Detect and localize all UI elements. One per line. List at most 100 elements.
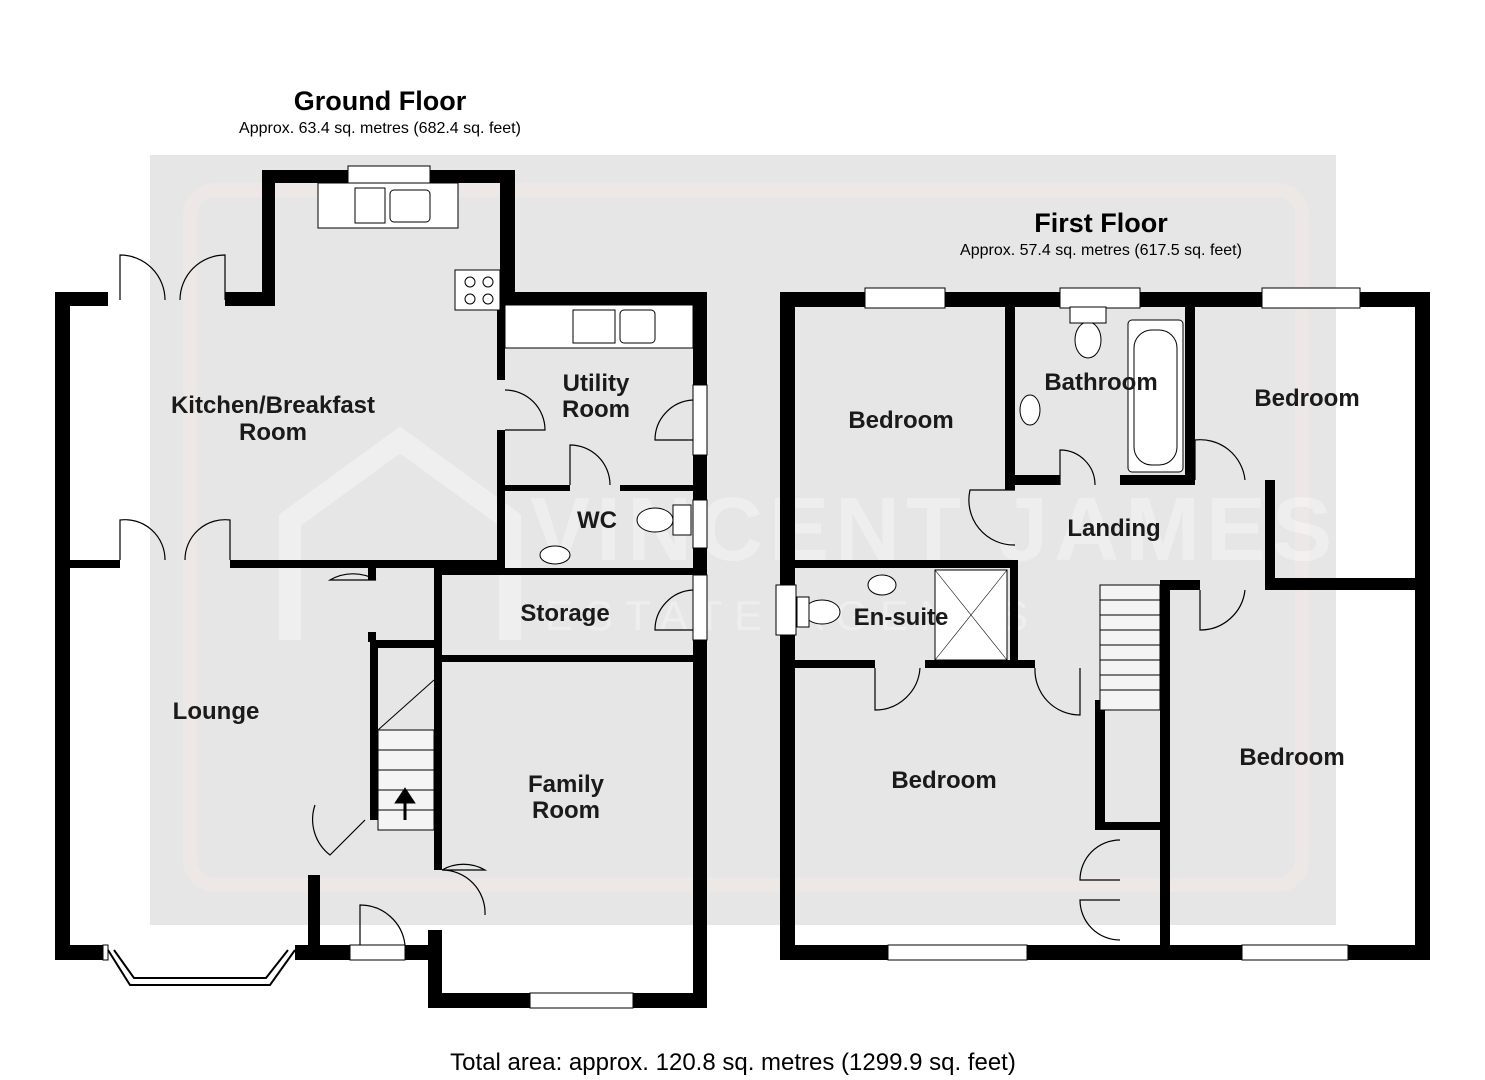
door-swing (441, 863, 488, 916)
room-kitchen-label: Kitchen/Breakfast (171, 392, 375, 419)
window (864, 287, 946, 309)
wall-segment (1360, 292, 1430, 307)
room-storage-label: Storage (520, 600, 609, 627)
wall-segment (693, 292, 707, 385)
wall-segment (620, 485, 693, 491)
wall-segment (1348, 945, 1430, 960)
window (1261, 287, 1361, 309)
room-ensuite-label: En-suite (854, 604, 949, 631)
wall-segment (500, 170, 515, 306)
window (692, 499, 708, 549)
window (102, 944, 109, 961)
room-family-label-2: Room (532, 797, 600, 824)
wall-segment (1095, 822, 1160, 830)
room-landing-label: Landing (1067, 515, 1160, 542)
door-swing (1034, 667, 1081, 716)
wall-segment (945, 292, 1060, 307)
door-swing (1059, 449, 1096, 486)
doors (119, 254, 1246, 946)
room-utility-label: Utility (563, 370, 630, 397)
window (529, 992, 634, 1009)
door-swing (119, 254, 166, 301)
door-swing (184, 519, 231, 561)
windows (102, 165, 1361, 1009)
door-swing (569, 444, 611, 486)
stairs-first (1099, 584, 1161, 711)
sink-icon (389, 189, 431, 223)
wall-segment (1140, 292, 1262, 307)
wall-segment (925, 660, 1035, 668)
door-swing (654, 589, 694, 631)
fixtures (317, 182, 1184, 661)
ground-floor-area: Approx. 63.4 sq. metres (682.4 sq. feet) (239, 120, 521, 137)
wall-segment (370, 640, 434, 648)
wall-segment (430, 170, 515, 183)
wall-segment (780, 945, 888, 960)
wall-segment (693, 455, 707, 500)
door-swing (1194, 439, 1246, 481)
door-swing (359, 904, 406, 946)
door-swing (327, 573, 377, 581)
wall-segment (780, 292, 865, 307)
window (887, 944, 1028, 961)
door-swing (654, 399, 694, 441)
wall-segment (1265, 480, 1275, 585)
floor-area-background (150, 155, 1336, 925)
wall-segment (1120, 475, 1195, 485)
wall-segment (1005, 307, 1015, 490)
bathroom-toilet-icon (1074, 321, 1102, 359)
wall-segment (1027, 945, 1242, 960)
wall-segment (1415, 292, 1430, 960)
wall-segment (442, 655, 693, 662)
door-swing (874, 667, 921, 711)
wall-segment (405, 945, 442, 960)
ground-floor-title: Ground Floor (294, 86, 467, 116)
ensuite-basin-icon (867, 574, 897, 596)
room-family-label: Family (528, 771, 605, 798)
wall-segment (262, 170, 348, 183)
wall-segment (795, 560, 1015, 568)
first-floor-title: First Floor (1034, 208, 1168, 238)
kitchen-counter (317, 182, 459, 229)
door-swing (1079, 839, 1121, 881)
wall-segment (1015, 475, 1060, 485)
bathroom-basin-icon (1019, 394, 1041, 426)
wall-segment (795, 660, 875, 668)
wall-segment (693, 548, 707, 575)
walls (55, 170, 1430, 1008)
wall-segment (1160, 590, 1170, 945)
wall-segment (55, 945, 108, 960)
wall-segment (440, 568, 693, 575)
wc-toilet-icon (636, 507, 674, 533)
door-swing (504, 389, 546, 431)
wc-basin-icon (539, 545, 571, 565)
room-bedroom-1-label: Bedroom (848, 407, 953, 434)
window (692, 384, 708, 456)
utility-sink-icon (619, 309, 656, 344)
utility-drainer (572, 309, 616, 344)
room-bedroom-2-label: Bedroom (1254, 385, 1359, 412)
wall-segment (1160, 580, 1200, 590)
wall-segment (370, 640, 378, 820)
wall-segment (55, 292, 70, 960)
room-kitchen-label-2: Room (239, 419, 307, 446)
window (1059, 287, 1141, 309)
wall-segment (70, 560, 120, 568)
hob-icon (454, 269, 501, 311)
watermark-frame (183, 183, 1309, 892)
room-wc-label: WC (577, 507, 617, 534)
wall-segment (230, 560, 505, 568)
wall-segment (1010, 560, 1018, 668)
window (349, 944, 406, 961)
wall-segment (1095, 700, 1105, 830)
room-lounge-label: Lounge (173, 698, 260, 725)
wall-segment (55, 292, 108, 306)
door-swing (179, 254, 226, 301)
wall-segment (308, 875, 320, 960)
stairs-ground (377, 679, 435, 831)
wall-segment (434, 568, 442, 870)
arrow-up-icon (394, 787, 416, 820)
wall-segment (500, 292, 707, 306)
door-swing (1199, 589, 1246, 631)
